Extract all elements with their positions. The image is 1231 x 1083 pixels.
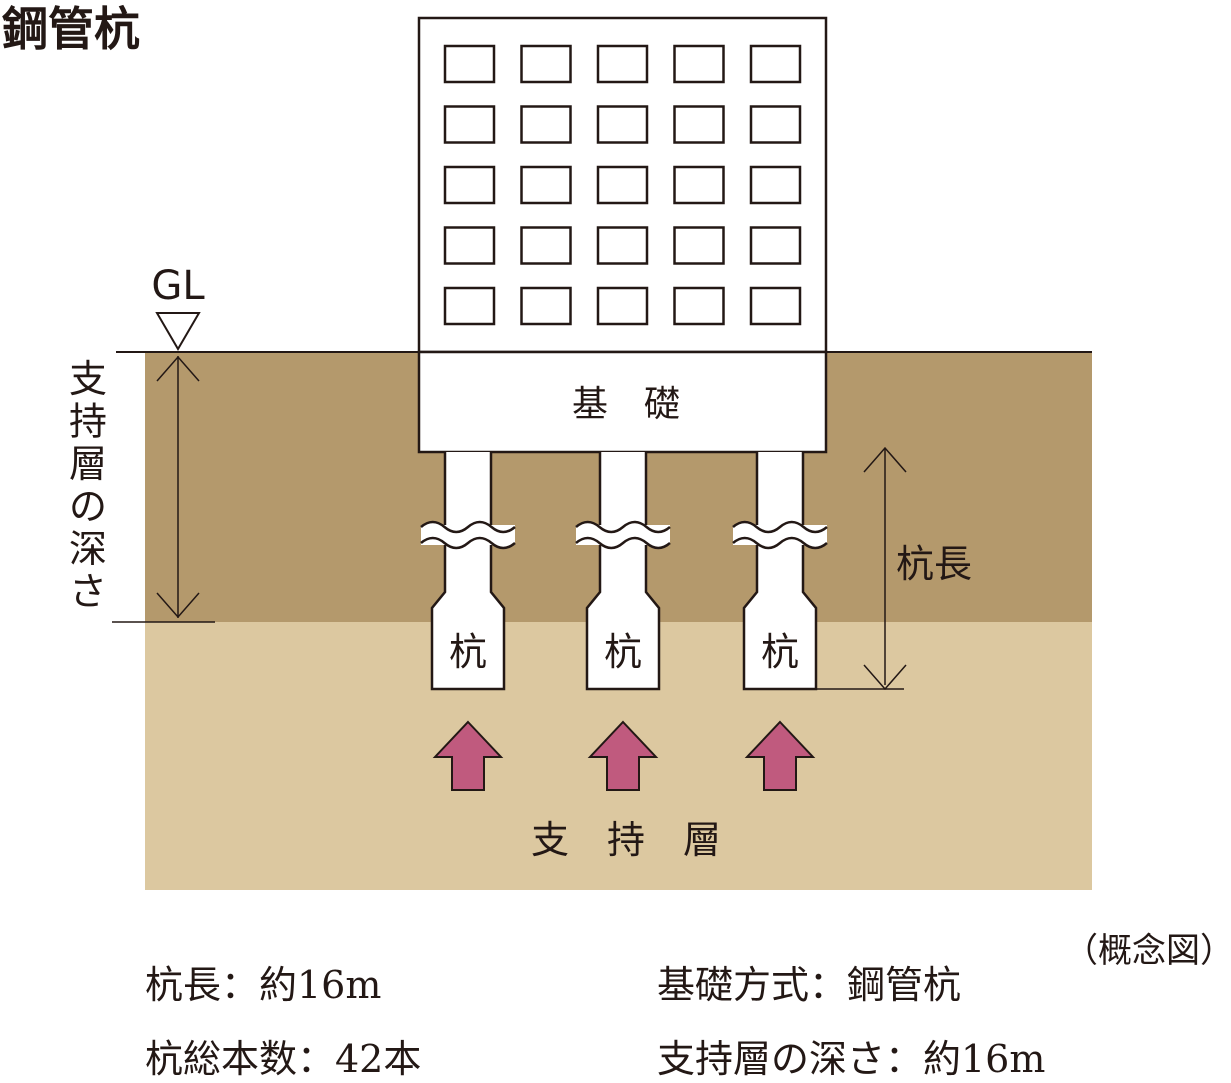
window	[673, 105, 725, 144]
window	[443, 105, 496, 144]
gl-triangle-icon	[155, 312, 201, 351]
pile-body	[430, 452, 506, 691]
window	[596, 226, 649, 265]
spec-layer-depth: 支持層の深さ：約16m	[657, 1037, 1046, 1081]
upward-arrow-icon	[744, 720, 816, 791]
window	[596, 105, 649, 144]
gl-label: GL	[151, 263, 205, 309]
title: 鋼管杭	[2, 2, 140, 56]
upward-arrow-icon	[432, 720, 504, 791]
depth-label: 支持層の深さ	[69, 357, 107, 614]
window	[673, 44, 725, 84]
depth-label-char: さ	[69, 570, 107, 614]
window	[749, 286, 802, 326]
pile-body	[585, 452, 661, 691]
pile: 杭	[575, 452, 671, 691]
depth-label-char: の	[69, 485, 107, 529]
window	[749, 44, 802, 84]
window	[596, 286, 649, 326]
building-windows	[443, 44, 802, 326]
pile-break-line-icon	[575, 536, 671, 550]
window	[443, 165, 496, 205]
depth-label-char: 支	[69, 357, 107, 401]
pile-break-line-icon	[420, 520, 516, 534]
pile: 杭	[420, 452, 516, 691]
window	[749, 105, 802, 144]
pile-break-line-icon	[732, 536, 828, 550]
concept-note: （概念図）	[1064, 931, 1231, 971]
pile-label: 杭	[449, 630, 487, 674]
spec-foundation-type: 基礎方式：鋼管杭	[657, 963, 962, 1007]
pile-break-line-icon	[575, 520, 671, 534]
window	[596, 165, 649, 205]
window	[520, 44, 572, 84]
window	[443, 44, 496, 84]
pile-label: 杭	[604, 630, 642, 674]
spec-pile-length: 杭長：約16m	[145, 963, 382, 1007]
window	[443, 226, 496, 265]
pile-break-line-icon	[732, 520, 828, 534]
window	[520, 105, 572, 144]
pile-length-label: 杭長	[896, 542, 972, 586]
pile-break-gap	[733, 525, 827, 545]
spec-pile-count: 杭総本数：42本	[145, 1037, 422, 1081]
window	[520, 226, 572, 265]
window	[749, 165, 802, 205]
upward-arrow-icon	[587, 720, 659, 791]
pile-break-line-icon	[420, 536, 516, 550]
foundation-label: 基 礎	[572, 384, 680, 425]
pile-label: 杭	[761, 630, 799, 674]
window	[673, 165, 725, 205]
depth-label-char: 持	[69, 400, 107, 444]
window	[749, 226, 802, 265]
window	[673, 286, 725, 326]
pile-break-gap	[421, 525, 515, 545]
bearing-layer-label: 支 持 層	[531, 818, 721, 862]
window	[673, 226, 725, 265]
pile-body	[742, 452, 818, 691]
pile: 杭	[732, 452, 828, 691]
pile-break-gap	[576, 525, 670, 545]
window	[596, 44, 649, 84]
depth-label-char: 深	[69, 527, 107, 571]
piles: 杭杭杭	[420, 452, 828, 691]
window	[520, 165, 572, 205]
depth-arrow-top-icon	[156, 355, 200, 382]
depth-label-char: 層	[69, 442, 107, 486]
bearing-arrows	[432, 720, 816, 791]
foundation-block	[417, 350, 828, 454]
window	[443, 286, 496, 326]
pile-length-arrow-top-icon	[863, 446, 907, 473]
window	[520, 286, 572, 326]
depth-arrow-bottom-icon	[156, 592, 200, 619]
